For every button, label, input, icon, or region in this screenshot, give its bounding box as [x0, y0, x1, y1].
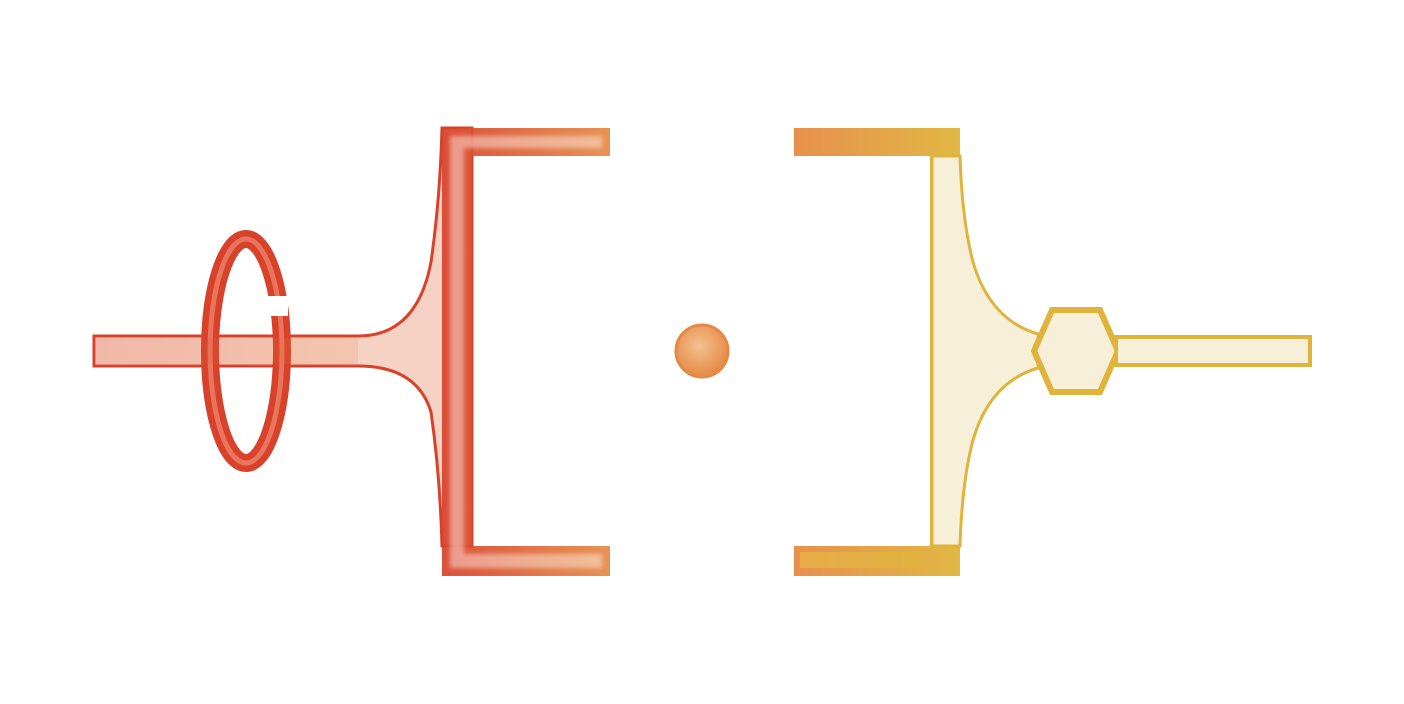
- hexagon-icon: [1030, 307, 1122, 395]
- loop-gap: [268, 296, 288, 316]
- left-horizontal-bar-core: [96, 338, 358, 364]
- left-red-glyph: [92, 126, 610, 576]
- right-stem-bar: [1114, 335, 1312, 367]
- center-dot: [674, 323, 730, 379]
- right-gold-glyph: [794, 128, 1312, 576]
- right-bracket-bottom-highlight: [800, 552, 924, 568]
- right-bracket-fill: [930, 154, 1041, 548]
- left-bracket-top: [442, 128, 610, 576]
